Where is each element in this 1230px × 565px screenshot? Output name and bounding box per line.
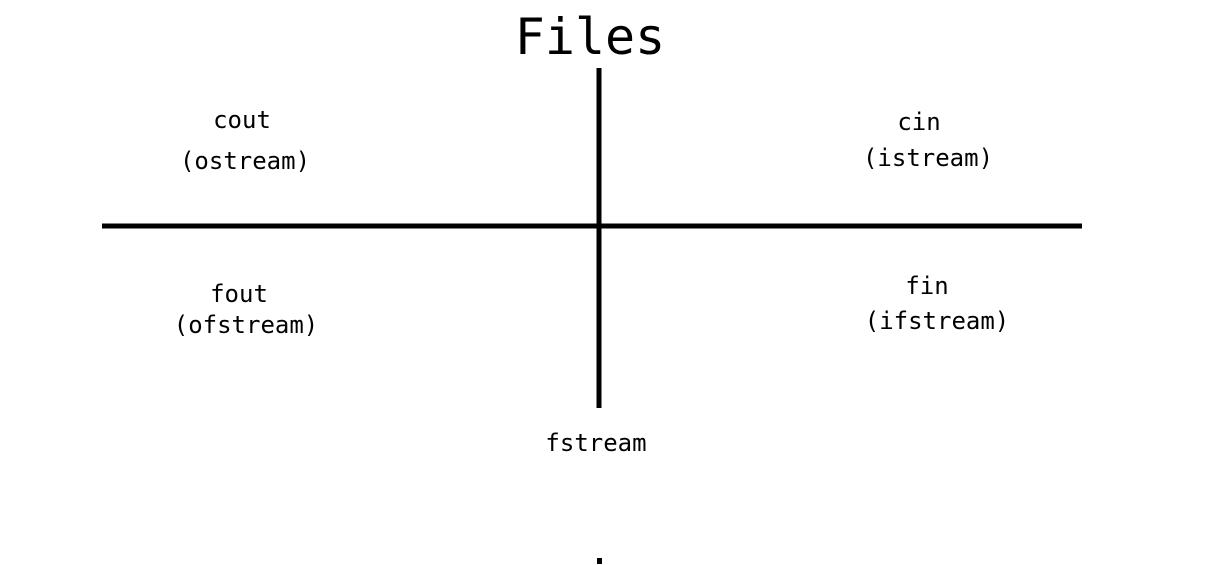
bottom-left-name: fout — [210, 280, 268, 308]
bottom-right-type: (ifstream) — [864, 307, 1010, 335]
bottom-left-type: (ofstream) — [173, 311, 319, 339]
top-left-name: cout — [213, 106, 271, 134]
bottom-dot — [597, 558, 602, 564]
bottom-right-name: fin — [905, 272, 949, 300]
bottom-label: fstream — [545, 429, 647, 457]
diagram-title: Files — [514, 8, 666, 66]
top-right-type: (istream) — [862, 144, 994, 172]
top-right-name: cin — [897, 108, 941, 136]
top-left-type: (ostream) — [179, 147, 311, 175]
